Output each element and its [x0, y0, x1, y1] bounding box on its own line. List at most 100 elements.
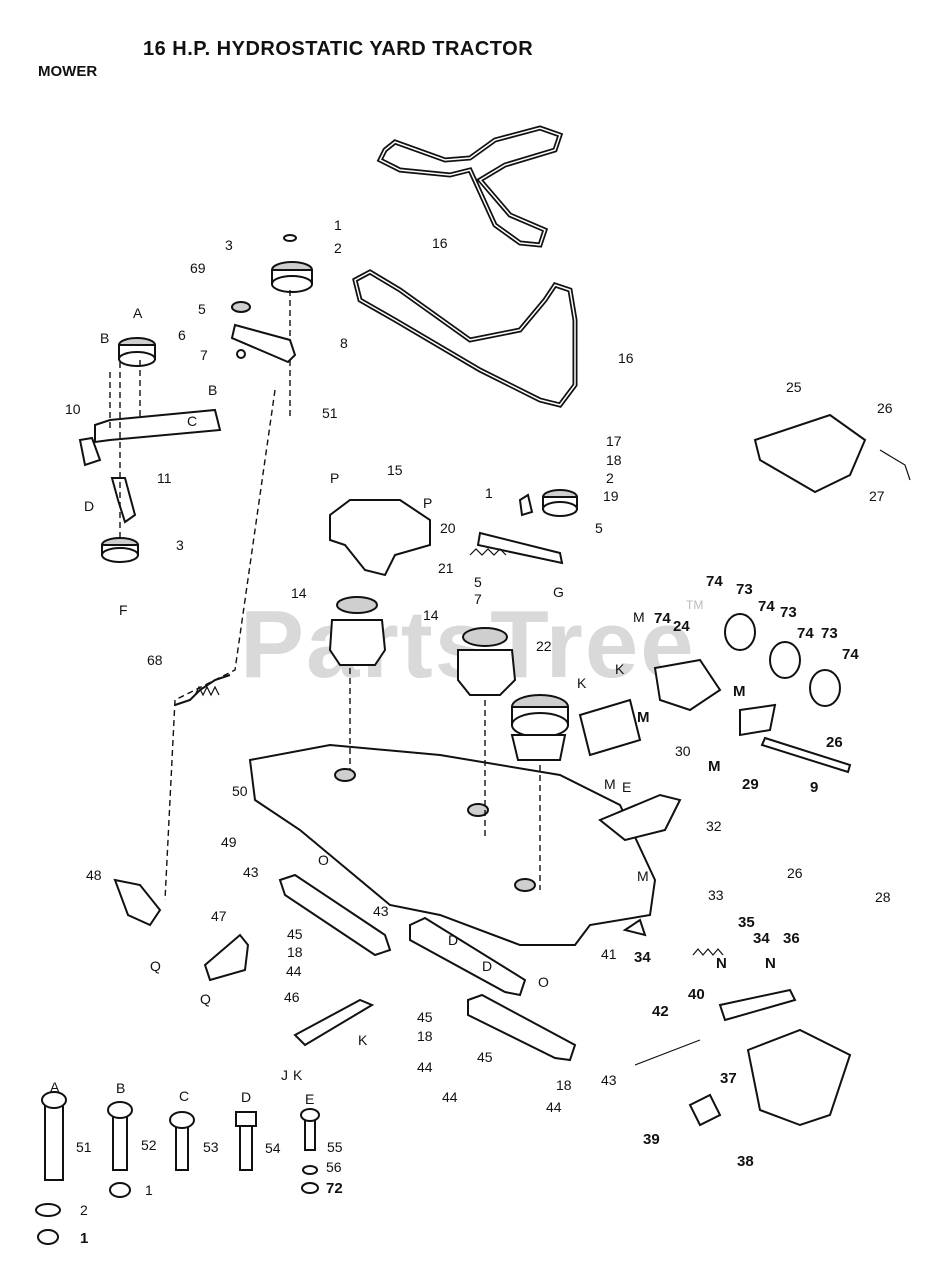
callout: 34 [753, 930, 770, 947]
hardware-part: 1 [80, 1230, 88, 1247]
watermark-trademark: TM [686, 598, 704, 612]
callout: 29 [742, 776, 759, 793]
callout: Q [150, 958, 161, 974]
blade-center [409, 916, 527, 997]
callout: 5 [474, 574, 482, 590]
callout: 2 [606, 470, 614, 486]
callout: 74 [842, 646, 859, 663]
callout: 42 [652, 1003, 669, 1020]
callout: 11 [157, 470, 172, 486]
callout: 9 [810, 779, 818, 796]
callout: D [448, 932, 458, 948]
hardware-part: 52 [141, 1137, 157, 1153]
callout: N [716, 955, 727, 972]
callout: M [637, 868, 649, 884]
callout: 47 [211, 908, 227, 924]
callout: 38 [737, 1153, 754, 1170]
callout: D [482, 958, 492, 974]
hardware-letter: C [179, 1088, 189, 1104]
callout: 36 [783, 930, 800, 947]
belt-lower [352, 269, 578, 408]
hardware-part: 1 [145, 1182, 153, 1198]
callout: M [708, 758, 721, 775]
callout: 50 [232, 783, 248, 799]
callout: 45 [287, 926, 303, 942]
callout: 14 [423, 607, 439, 623]
callout: P [423, 495, 432, 511]
callout: 21 [438, 560, 454, 576]
callout: 48 [86, 867, 102, 883]
callout: 18 [556, 1077, 572, 1093]
callout: 74 [706, 573, 723, 590]
callout: E [622, 779, 631, 795]
callout: 49 [221, 834, 237, 850]
callout: 15 [387, 462, 403, 478]
callout: 7 [474, 591, 482, 607]
callout: 68 [147, 652, 163, 668]
callout: 8 [340, 335, 348, 351]
callout: M [633, 609, 645, 625]
callout: 1 [334, 217, 342, 233]
callout: 26 [787, 865, 803, 881]
callout: Q [200, 991, 211, 1007]
callout: 3 [176, 537, 184, 553]
callout: 69 [190, 260, 206, 276]
callout: 17 [606, 433, 622, 449]
callout: F [119, 602, 128, 618]
callout: 14 [291, 585, 307, 601]
callout: 25 [786, 379, 802, 395]
blade-right [467, 993, 577, 1062]
callout: 34 [634, 949, 651, 966]
callout: P [330, 470, 339, 486]
callout: 44 [546, 1099, 562, 1115]
callout: 22 [536, 638, 552, 654]
callout: 7 [200, 347, 208, 363]
callout: 32 [706, 818, 722, 834]
callout: 16 [432, 235, 448, 251]
callout: 40 [688, 986, 705, 1003]
callout: 18 [287, 944, 303, 960]
callout: 28 [875, 889, 891, 905]
callout: 18 [417, 1028, 433, 1044]
callout: N [765, 955, 776, 972]
callout: 44 [442, 1089, 458, 1105]
callout: 46 [284, 989, 300, 1005]
callout: K [615, 661, 625, 677]
parts-drawing [35, 125, 911, 1245]
callout: 43 [373, 903, 389, 919]
callout: M [637, 709, 650, 726]
callout: 6 [178, 327, 186, 343]
hardware-letter: E [305, 1091, 314, 1107]
callout: 73 [736, 581, 753, 598]
callout: K [293, 1067, 303, 1083]
callout: 26 [877, 400, 893, 416]
callout: 5 [198, 301, 206, 317]
callout: K [577, 675, 587, 691]
callout: B [100, 330, 109, 346]
callout: A [133, 305, 143, 321]
hardware-letter: B [116, 1080, 125, 1096]
callout: 74 [797, 625, 814, 642]
discharge-chute [746, 1028, 852, 1127]
callout: 26 [826, 734, 843, 751]
hardware-part: 51 [76, 1139, 92, 1155]
callout: 1 [485, 485, 493, 501]
callout: 39 [643, 1131, 660, 1148]
callout: G [553, 584, 564, 600]
callout: 45 [417, 1009, 433, 1025]
callout: 30 [675, 743, 691, 759]
callout: 37 [720, 1070, 737, 1087]
callout: 44 [286, 963, 302, 979]
hardware-part: 2 [80, 1202, 88, 1218]
callout: M [604, 776, 616, 792]
callout: 43 [601, 1072, 617, 1088]
callout: J [281, 1067, 288, 1083]
hardware-letter: A [50, 1079, 60, 1095]
callout: 10 [65, 401, 81, 417]
hardware-legend: A 51 B 52 C 53 D 54 E 55 56 72 1 2 1 [50, 1079, 343, 1247]
hardware-part: 56 [326, 1159, 342, 1175]
callout: D [84, 498, 94, 514]
callout: 44 [417, 1059, 433, 1075]
page-title: 16 H.P. HYDROSTATIC YARD TRACTOR [143, 38, 534, 60]
